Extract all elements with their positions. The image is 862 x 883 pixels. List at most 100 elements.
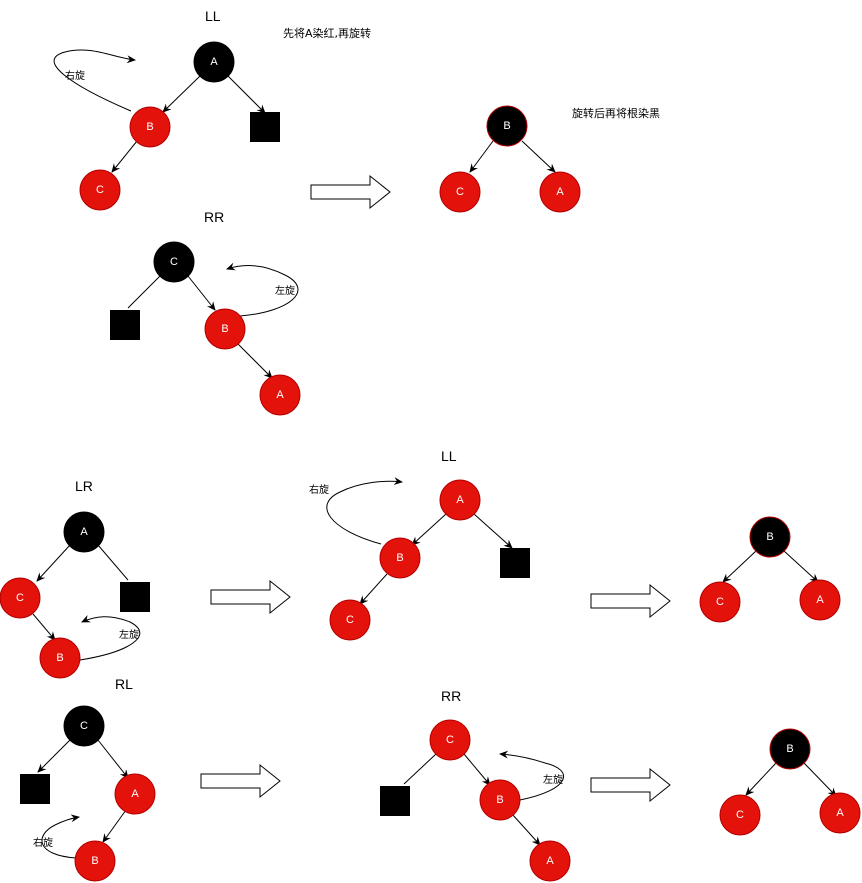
svg-text:B: B: [786, 743, 793, 755]
svg-text:A: A: [836, 807, 844, 819]
title-ll-mid: LL: [441, 448, 457, 464]
node-c-black: C: [153, 241, 195, 283]
svg-text:A: A: [80, 526, 88, 538]
label-left-rotate: 左旋: [543, 773, 563, 786]
title-rl: RL: [115, 676, 133, 692]
svg-text:A: A: [276, 389, 284, 401]
svg-text:C: C: [456, 186, 464, 198]
edge: [411, 513, 447, 546]
note-after-rotate: 旋转后再将根染黑: [572, 106, 660, 120]
svg-text:C: C: [170, 256, 178, 268]
edge: [745, 762, 777, 796]
transform-arrow: [590, 583, 671, 619]
rotation-arrow: [226, 262, 299, 317]
node-b-red: B: [204, 308, 246, 350]
node-a-red: A: [819, 792, 861, 834]
edge: [111, 140, 138, 173]
nil-leaf: [380, 786, 410, 816]
edge: [722, 550, 757, 583]
node-c-red: C: [329, 599, 371, 641]
rotation-arrow: [41, 814, 80, 859]
node-b-black: B: [486, 105, 528, 147]
transform-arrow: [590, 767, 671, 803]
svg-text:C: C: [736, 809, 744, 821]
label-right-rotate: 右旋: [65, 69, 85, 82]
label-right-rotate: 右旋: [33, 836, 53, 849]
label-left-rotate: 左旋: [119, 628, 139, 641]
nil-leaf: [20, 774, 50, 804]
node-b-red: B: [39, 637, 81, 679]
svg-text:B: B: [396, 552, 403, 564]
rotation-arrow: [326, 477, 403, 545]
svg-text:A: A: [456, 494, 464, 506]
node-c-red: C: [439, 171, 481, 213]
edge: [127, 275, 161, 309]
svg-text:C: C: [80, 720, 88, 732]
node-c-red: C: [429, 719, 471, 761]
title-rr-top: RR: [204, 209, 224, 225]
node-c-black: C: [63, 705, 105, 747]
svg-text:B: B: [146, 121, 153, 133]
nil-leaf: [500, 548, 530, 578]
transform-arrow: [200, 763, 281, 799]
nil-leaf: [250, 112, 280, 142]
svg-text:A: A: [210, 56, 218, 68]
edge: [227, 75, 266, 114]
edge: [783, 550, 819, 583]
svg-text:C: C: [446, 734, 454, 746]
title-rr-bottom: RR: [441, 688, 461, 704]
edge: [187, 275, 216, 311]
svg-text:B: B: [496, 794, 503, 806]
node-a-red: A: [529, 840, 571, 882]
edge: [403, 753, 437, 785]
svg-text:A: A: [546, 855, 554, 867]
nil-leaf: [110, 310, 140, 340]
node-b-black: B: [769, 728, 811, 770]
svg-text:A: A: [556, 186, 564, 198]
edge: [97, 544, 129, 581]
edge: [237, 343, 273, 379]
edge: [97, 739, 129, 779]
note-recolor-rotate: 先将A染红,再旋转: [283, 26, 371, 40]
node-b-red: B: [479, 779, 521, 821]
rotation-arrow: [499, 750, 564, 801]
svg-text:B: B: [56, 652, 63, 664]
node-b-red: B: [379, 537, 421, 579]
edge: [469, 140, 494, 173]
svg-text:C: C: [96, 184, 104, 196]
svg-text:B: B: [766, 531, 773, 543]
svg-text:C: C: [716, 596, 724, 608]
edge: [37, 739, 71, 773]
svg-text:C: C: [16, 592, 24, 604]
svg-text:A: A: [131, 788, 139, 800]
edge: [32, 613, 56, 641]
svg-text:B: B: [221, 323, 228, 335]
edge: [511, 813, 541, 846]
node-b-red: B: [74, 840, 116, 882]
node-a-black: A: [63, 511, 105, 553]
label-left-rotate: 左旋: [275, 284, 295, 297]
transform-arrow: [210, 579, 291, 615]
svg-text:B: B: [503, 120, 510, 132]
svg-text:C: C: [346, 614, 354, 626]
edge: [803, 762, 837, 797]
rotation-arrow: [79, 615, 141, 661]
node-a-red: A: [439, 479, 481, 521]
label-right-rotate: 右旋: [309, 483, 329, 496]
edge: [359, 573, 388, 605]
node-c-red: C: [0, 577, 41, 619]
transform-arrow: [310, 174, 391, 210]
svg-text:B: B: [91, 855, 98, 867]
edge: [463, 753, 491, 786]
edge: [521, 140, 556, 173]
node-c-red: C: [699, 581, 741, 623]
nil-leaf: [120, 582, 150, 612]
node-a-red: A: [259, 374, 301, 416]
node-a-red: A: [114, 773, 156, 815]
rotation-arrow: [53, 49, 136, 112]
node-b-black: B: [749, 516, 791, 558]
edge: [36, 544, 71, 582]
svg-text:A: A: [816, 594, 824, 606]
edge: [473, 513, 513, 549]
